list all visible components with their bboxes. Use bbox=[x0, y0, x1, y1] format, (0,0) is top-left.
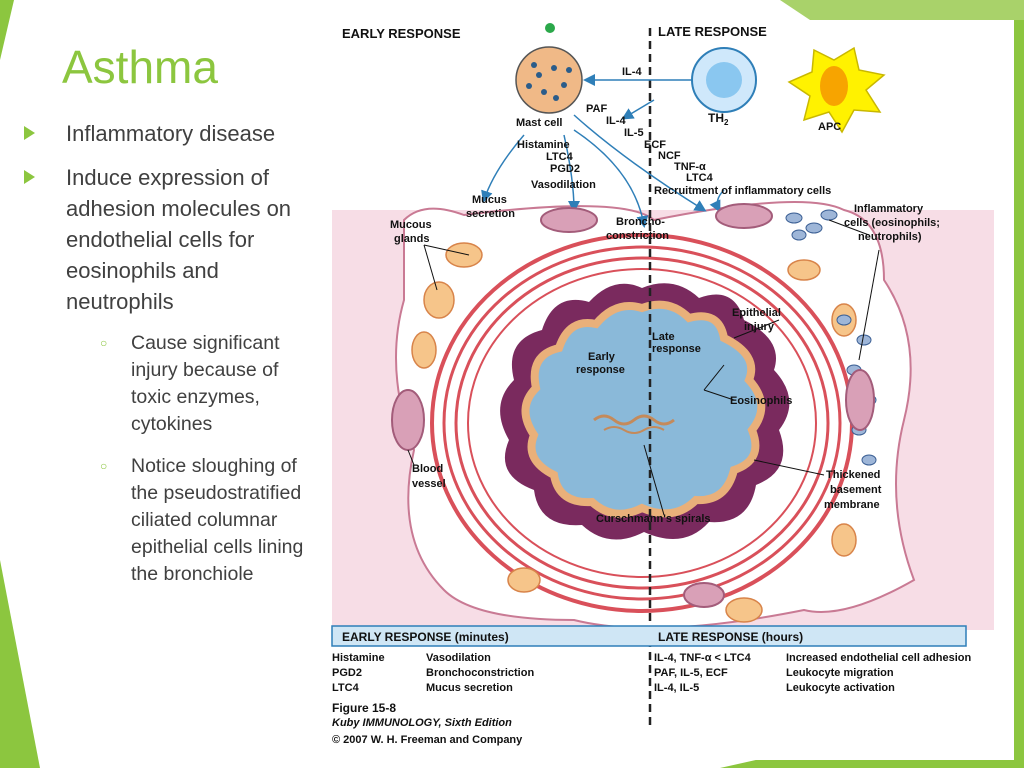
late-response-label-1: Late bbox=[652, 331, 675, 343]
vasodilation-label: Vasodilation bbox=[531, 179, 596, 191]
early-col2-row2: Bronchoconstriction bbox=[426, 667, 534, 679]
sub-bullet-1-text: Cause significant injury because of toxi… bbox=[131, 332, 280, 435]
late-col1-row2: PAF, IL-5, ECF bbox=[654, 667, 728, 679]
apc-cell bbox=[787, 46, 886, 134]
ecf-label: ECF bbox=[644, 139, 666, 151]
inflammatory-label-3: neutrophils) bbox=[858, 231, 922, 243]
figure-number: Figure 15-8 bbox=[332, 701, 396, 715]
paf-label: PAF bbox=[586, 103, 607, 115]
table-header-bar bbox=[331, 625, 967, 647]
histamine-label: Histamine bbox=[517, 139, 570, 151]
mast-cell-label: Mast cell bbox=[516, 117, 562, 129]
ring-bullet-icon: ○ bbox=[100, 459, 108, 473]
mucus-label-2: secretion bbox=[466, 208, 515, 220]
early-col1-row3: LTC4 bbox=[332, 682, 360, 694]
th2-cell bbox=[691, 47, 757, 113]
late-response-label-2: response bbox=[652, 343, 701, 355]
mast-cell bbox=[515, 23, 583, 114]
slide-title: Asthma bbox=[62, 41, 218, 93]
broncho-label-1: Broncho- bbox=[616, 216, 665, 228]
mucous-glands-label-1: Mucous bbox=[390, 219, 432, 231]
late-col2-row2: Leukocyte migration bbox=[786, 667, 894, 679]
bullet-arrow-icon bbox=[24, 170, 35, 184]
th2-label: TH2 bbox=[708, 111, 729, 127]
late-col2-row3: Leukocyte activation bbox=[786, 682, 895, 694]
late-col2-row1: Increased endothelial cell adhesion bbox=[786, 652, 972, 664]
curschmann-label: Curschmann's spirals bbox=[596, 513, 711, 525]
header-late-response: LATE RESPONSE bbox=[658, 24, 767, 39]
blood-vessel bbox=[540, 207, 598, 233]
thickened-label-1: Thickened bbox=[826, 469, 880, 481]
blood-vessel-label-2: vessel bbox=[412, 478, 446, 490]
header-early-response: EARLY RESPONSE bbox=[342, 26, 461, 41]
figure-copyright: © 2007 W. H. Freeman and Company bbox=[332, 734, 523, 746]
asthma-figure: EARLY RESPONSE LATE RESPONSE IL-4 TH2 AP… bbox=[324, 20, 1014, 760]
early-col2-row3: Mucus secretion bbox=[426, 682, 513, 694]
apc-label: APC bbox=[818, 121, 841, 133]
blood-vessel bbox=[683, 582, 725, 608]
bullet-2-text: Induce expression of adhesion molecules … bbox=[66, 165, 292, 314]
ring-bullet-icon: ○ bbox=[100, 336, 108, 350]
pgd2-label: PGD2 bbox=[550, 163, 580, 175]
table-late-header: LATE RESPONSE (hours) bbox=[658, 630, 803, 644]
thickened-label-3: membrane bbox=[824, 499, 880, 511]
broncho-label-2: constriction bbox=[606, 230, 669, 242]
thickened-label-2: basement bbox=[830, 484, 882, 496]
top-right-accent bbox=[780, 0, 1024, 20]
recruitment-label: Recruitment of inflammatory cells bbox=[654, 185, 831, 197]
mucus-label-1: Mucus bbox=[472, 194, 507, 206]
pathway-arrows bbox=[481, 74, 725, 228]
ncf-label: NCF bbox=[658, 150, 681, 162]
left-top-accent bbox=[0, 0, 14, 60]
curschmann-spiral bbox=[593, 414, 675, 426]
inflammatory-label-1: Inflammatory bbox=[854, 203, 924, 215]
sub-bullet-2-text: Notice sloughing of the pseudostratified… bbox=[131, 455, 304, 585]
blood-vessel bbox=[391, 389, 425, 451]
il5-label: IL-5 bbox=[624, 127, 644, 139]
blood-vessel-label-1: Blood bbox=[412, 463, 443, 475]
early-col1-row1: Histamine bbox=[332, 652, 385, 664]
eosinophils-label: Eosinophils bbox=[730, 395, 792, 407]
inflammatory-label-2: cells (eosinophils; bbox=[844, 217, 940, 229]
late-col1-row1: IL-4, TNF-α < LTC4 bbox=[654, 652, 752, 664]
early-col1-row2: PGD2 bbox=[332, 667, 362, 679]
mucous-glands-label-2: glands bbox=[394, 233, 429, 245]
figure-source: Kuby IMMUNOLOGY, Sixth Edition bbox=[332, 717, 512, 729]
early-response-label-2: response bbox=[576, 364, 625, 376]
blood-vessel bbox=[715, 203, 773, 229]
bullet-1-text: Inflammatory disease bbox=[66, 121, 276, 146]
left-bottom-accent bbox=[0, 560, 40, 768]
ltc4-label: LTC4 bbox=[686, 172, 714, 184]
late-col1-row3: IL-4, IL-5 bbox=[654, 682, 699, 694]
curschmann-spiral bbox=[603, 426, 665, 434]
tnf-label: TNF-α bbox=[674, 161, 706, 173]
blood-vessel bbox=[845, 369, 875, 431]
bullet-arrow-icon bbox=[24, 126, 35, 140]
epithelial-label-2: injury bbox=[744, 321, 775, 333]
table-early-header: EARLY RESPONSE (minutes) bbox=[342, 630, 509, 644]
leader-lines bbox=[407, 219, 880, 516]
early-col2-row1: Vasodilation bbox=[426, 652, 491, 664]
epithelial-label-1: Epithelial bbox=[732, 307, 781, 319]
airway-lumen bbox=[521, 300, 766, 518]
early-response-label-1: Early bbox=[588, 351, 616, 363]
mucous-glands bbox=[411, 242, 857, 623]
il4-label: IL-4 bbox=[622, 66, 642, 78]
ltc4-med-label: LTC4 bbox=[546, 151, 574, 163]
il4-2-label: IL-4 bbox=[606, 115, 626, 127]
